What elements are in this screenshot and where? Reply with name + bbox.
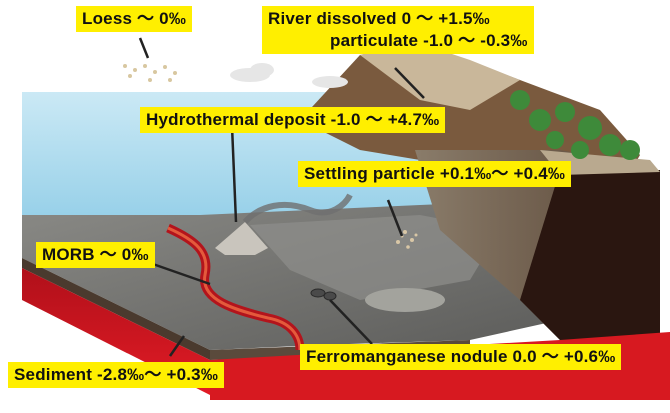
- label-ferromanganese-text: Ferromanganese nodule 0.0 ～ +0.6‰: [306, 347, 616, 366]
- loess-leader: [138, 37, 150, 59]
- label-hydrothermal-deposit: Hydrothermal deposit -1.0 ～ +4.7‰: [140, 107, 446, 133]
- hydrothermal-leader: [230, 125, 238, 223]
- ferromanganese-leader: [329, 299, 373, 345]
- label-river: River dissolved 0 ～ +1.5‰ particulate -1…: [262, 6, 534, 54]
- label-river-dissolved: River dissolved 0 ～ +1.5‰: [268, 9, 490, 28]
- label-morb-text: MORB ～ 0‰: [42, 245, 149, 264]
- label-settling-text: Settling particle +0.1‰～ +0.4‰: [304, 164, 566, 183]
- label-sediment: Sediment -2.8‰～ +0.3‰: [8, 362, 225, 388]
- sediment-mound: [365, 288, 445, 312]
- river-leader: [394, 67, 425, 99]
- land-trees: [510, 90, 640, 160]
- loess-dust: [123, 64, 177, 82]
- hydrothermal-plume: [242, 193, 353, 225]
- seafloor-patch: [250, 215, 500, 300]
- hydrothermal-mound: [215, 222, 268, 255]
- label-settling-particle: Settling particle +0.1‰～ +0.4‰: [298, 161, 572, 187]
- land-hill-light: [360, 40, 520, 110]
- morb-leader: [149, 261, 211, 286]
- sky-clouds: [230, 63, 348, 88]
- settling-leader: [386, 199, 404, 237]
- label-hydrothermal-text: Hydrothermal deposit -1.0 ～ +4.7‰: [146, 110, 440, 129]
- label-river-particulate: particulate -1.0 ～ -0.3‰: [330, 31, 528, 50]
- label-ferromanganese-nodule: Ferromanganese nodule 0.0 ～ +0.6‰: [300, 344, 622, 370]
- sediment-layer-front: [22, 215, 210, 360]
- label-loess: Loess ～ 0‰: [76, 6, 193, 32]
- sediment-leader: [168, 335, 186, 357]
- land-cliff: [520, 170, 660, 340]
- settling-particles: [396, 230, 418, 249]
- leader-lines: [138, 37, 425, 357]
- label-loess-text: Loess ～ 0‰: [82, 9, 187, 28]
- label-morb: MORB ～ 0‰: [36, 242, 155, 268]
- label-sediment-text: Sediment -2.8‰～ +0.3‰: [14, 365, 219, 384]
- mid-ocean-ridge-highlight: [167, 226, 302, 351]
